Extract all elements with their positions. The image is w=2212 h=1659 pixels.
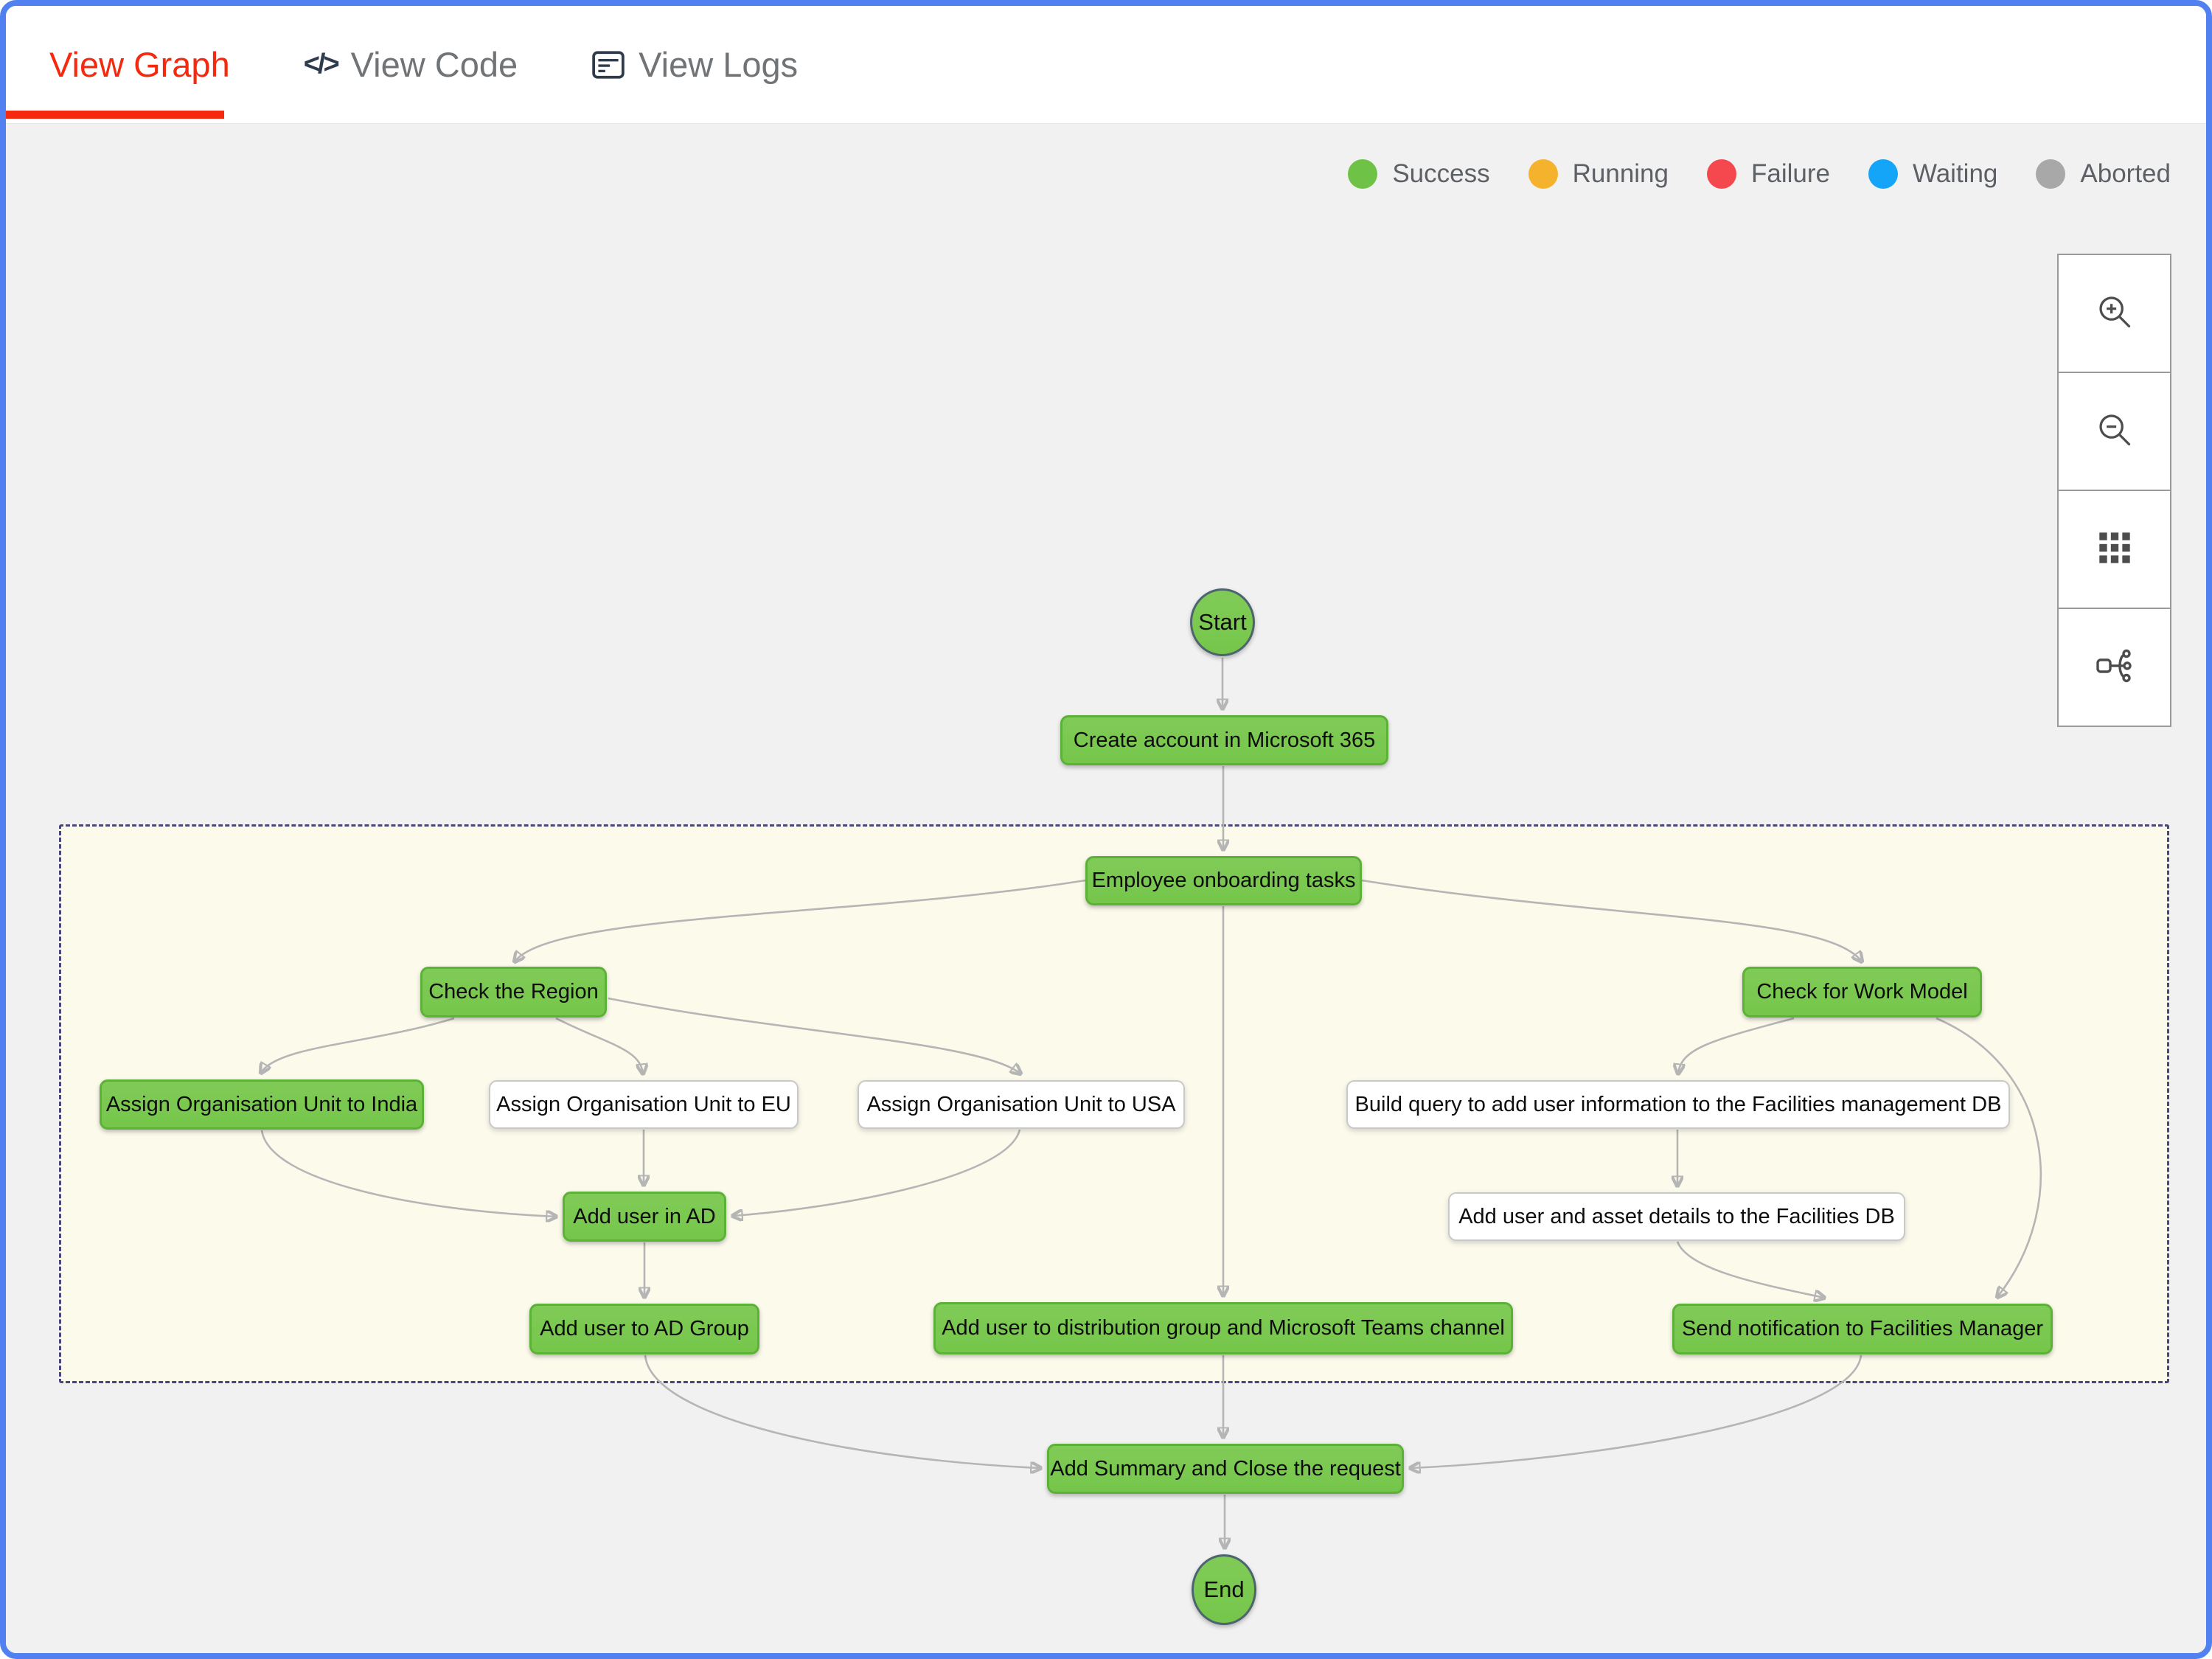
legend-dot-aborted — [2036, 159, 2066, 189]
grid-view-button[interactable] — [2059, 490, 2170, 608]
node-facilities-db[interactable]: Add user and asset details to the Facili… — [1448, 1192, 1905, 1241]
node-label: Add Summary and Close the request — [1050, 1456, 1401, 1481]
legend-dot-waiting — [1868, 159, 1898, 189]
node-label: End — [1203, 1576, 1245, 1602]
node-label: Assign Organisation Unit to USA — [866, 1092, 1176, 1116]
node-label: Build query to add user information to t… — [1354, 1092, 2002, 1116]
node-notify-facilities[interactable]: Send notification to Facilities Manager — [1672, 1304, 2053, 1354]
flow-icon — [2095, 646, 2135, 689]
node-build-query[interactable]: Build query to add user information to t… — [1346, 1080, 2010, 1129]
legend-item-success: Success — [1348, 159, 1490, 189]
node-label: Check the Region — [428, 980, 599, 1004]
node-start[interactable]: Start — [1190, 588, 1255, 656]
active-tab-indicator — [6, 111, 224, 119]
tab-view-graph[interactable]: View Graph — [49, 44, 230, 85]
node-ad-group[interactable]: Add user to AD Group — [529, 1304, 759, 1354]
legend-label: Waiting — [1912, 159, 1998, 188]
tab-view-code[interactable]: </> View Code — [304, 44, 518, 85]
zoom-out-icon — [2096, 411, 2134, 453]
node-label: Check for Work Model — [1756, 980, 1968, 1004]
legend-dot-running — [1528, 159, 1558, 189]
zoom-in-icon — [2096, 293, 2134, 335]
tab-view-graph-label: View Graph — [49, 45, 230, 84]
node-label: Assign Organisation Unit to EU — [496, 1092, 791, 1116]
node-end[interactable]: End — [1192, 1554, 1256, 1625]
code-icon: </> — [303, 49, 340, 80]
node-onboarding-tasks[interactable]: Employee onboarding tasks — [1085, 856, 1362, 905]
status-legend: Success Running Failure Waiting Aborted — [1348, 159, 2171, 189]
node-distribution-teams[interactable]: Add user to distribution group and Micro… — [933, 1302, 1513, 1354]
node-add-user-ad[interactable]: Add user in AD — [563, 1192, 726, 1242]
node-label: Create account in Microsoft 365 — [1073, 728, 1376, 752]
node-check-region[interactable]: Check the Region — [420, 967, 607, 1018]
node-label: Add user to AD Group — [540, 1317, 749, 1340]
legend-item-waiting: Waiting — [1868, 159, 1997, 189]
node-label: Assign Organisation Unit to India — [105, 1092, 418, 1116]
tab-bar: View Graph </> View Code View Logs — [6, 6, 2206, 124]
node-ou-usa[interactable]: Assign Organisation Unit to USA — [858, 1080, 1185, 1129]
tab-view-logs[interactable]: View Logs — [591, 44, 798, 85]
legend-item-running: Running — [1528, 159, 1669, 189]
node-label: Send notification to Facilities Manager — [1681, 1317, 2044, 1340]
fit-layout-button[interactable] — [2059, 608, 2170, 726]
node-label: Add user in AD — [573, 1204, 716, 1228]
tab-view-logs-label: View Logs — [639, 45, 799, 84]
legend-label: Success — [1392, 159, 1490, 188]
legend-label: Aborted — [2080, 159, 2171, 188]
node-summary-close[interactable]: Add Summary and Close the request — [1047, 1444, 1404, 1494]
node-ou-eu[interactable]: Assign Organisation Unit to EU — [489, 1080, 799, 1129]
legend-dot-success — [1348, 159, 1378, 189]
zoom-out-button[interactable] — [2059, 372, 2170, 490]
grid-icon — [2098, 531, 2132, 568]
node-label: Add user to distribution group and Micro… — [942, 1316, 1505, 1340]
legend-dot-failure — [1707, 159, 1736, 189]
legend-label: Failure — [1751, 159, 1830, 188]
node-label: Start — [1198, 609, 1247, 635]
zoom-in-button[interactable] — [2059, 255, 2170, 372]
node-label: Employee onboarding tasks — [1091, 869, 1356, 892]
logs-icon — [591, 50, 625, 80]
node-check-work-model[interactable]: Check for Work Model — [1742, 967, 1982, 1018]
tab-view-code-label: View Code — [350, 45, 518, 84]
graph-toolbar — [2057, 254, 2171, 727]
node-create-account[interactable]: Create account in Microsoft 365 — [1060, 715, 1388, 765]
node-ou-india[interactable]: Assign Organisation Unit to India — [100, 1079, 424, 1130]
legend-item-aborted: Aborted — [2036, 159, 2171, 189]
legend-label: Running — [1572, 159, 1669, 188]
node-label: Add user and asset details to the Facili… — [1458, 1204, 1895, 1228]
legend-item-failure: Failure — [1707, 159, 1830, 189]
